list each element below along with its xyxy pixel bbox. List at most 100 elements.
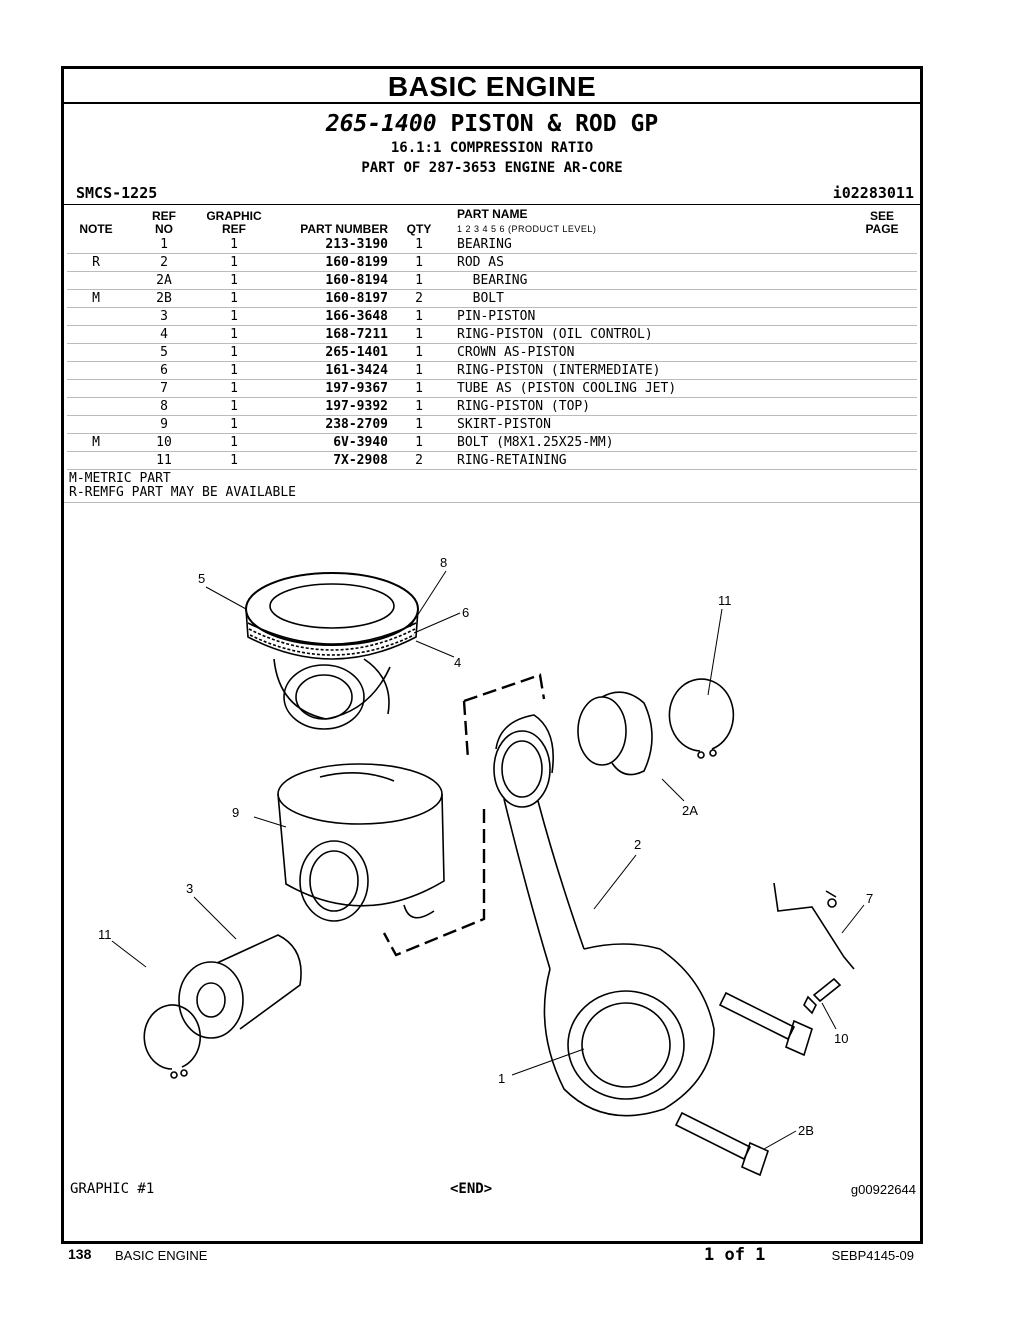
row-part-number: 213-3190 xyxy=(265,236,388,254)
row-qty: 1 xyxy=(388,253,450,272)
assembly-bracket xyxy=(382,673,546,957)
row-qty: 1 xyxy=(388,361,450,380)
row-part-name: TUBE AS (PISTON COOLING JET) xyxy=(450,379,847,398)
page-of: 1 of 1 xyxy=(704,1245,766,1265)
row-see-page xyxy=(847,325,917,344)
row-note xyxy=(67,361,125,380)
row-see-page xyxy=(847,307,917,326)
graphic-id: g00922644 xyxy=(850,1182,916,1197)
page-number: 138 xyxy=(68,1246,92,1262)
row-graphic-ref: 1 xyxy=(203,343,265,362)
callout-2: 2 xyxy=(634,837,641,852)
row-note: R xyxy=(67,253,125,272)
row-note xyxy=(67,379,125,398)
group-number: 265-1400 xyxy=(325,111,437,137)
row-ref-no: 9 xyxy=(125,415,203,434)
row-part-name: CROWN AS-PISTON xyxy=(450,343,847,362)
callout-7: 7 xyxy=(866,891,873,906)
row-see-page xyxy=(847,451,917,470)
row-qty: 2 xyxy=(388,451,450,470)
row-qty: 1 xyxy=(388,236,450,254)
row-part-name: PIN-PISTON xyxy=(450,307,847,326)
row-qty: 1 xyxy=(388,343,450,362)
row-graphic-ref: 1 xyxy=(203,236,265,254)
row-part-name: SKIRT-PISTON xyxy=(450,415,847,434)
row-graphic-ref: 1 xyxy=(203,397,265,416)
rod-bearing-drawing xyxy=(577,691,653,776)
row-note: M xyxy=(67,433,125,452)
callout-3: 3 xyxy=(186,881,193,896)
row-ref-no: 2B xyxy=(125,289,203,308)
row-part-name: BOLT xyxy=(450,289,847,308)
row-qty: 2 xyxy=(388,289,450,308)
exploded-view-graphic: 5 8 6 4 11 2A 9 3 11 2 7 10 1 2B xyxy=(98,555,873,1177)
row-see-page xyxy=(847,289,917,308)
row-see-page xyxy=(847,415,917,434)
piston-pin-drawing xyxy=(178,934,302,1039)
row-graphic-ref: 1 xyxy=(203,271,265,290)
row-ref-no: 11 xyxy=(125,451,203,470)
row-part-number: 7X-2908 xyxy=(265,451,388,470)
row-graphic-ref: 1 xyxy=(203,379,265,398)
header-qty: QTY xyxy=(406,222,432,236)
row-part-number: 161-3424 xyxy=(265,361,388,380)
row-note: M xyxy=(67,289,125,308)
callout-8: 8 xyxy=(440,555,447,570)
connecting-rod-drawing xyxy=(493,714,715,1117)
group-title: 265-1400 PISTON & ROD GP xyxy=(64,110,920,138)
header-graphic-bottom: REF xyxy=(222,222,246,236)
graphic-label: GRAPHIC #1 xyxy=(70,1181,155,1197)
row-graphic-ref: 1 xyxy=(203,289,265,308)
header-ref-bottom: NO xyxy=(155,222,173,236)
row-part-number: 166-3648 xyxy=(265,307,388,326)
piston-crown-drawing xyxy=(245,572,419,730)
callout-5: 5 xyxy=(198,571,205,586)
smcs-code: SMCS-1225 xyxy=(76,184,158,202)
row-ref-no: 8 xyxy=(125,397,203,416)
smcs-row: SMCS-1225 i02283011 xyxy=(64,182,920,205)
piston-skirt-drawing xyxy=(277,763,445,922)
header-part-name-top: PART NAME xyxy=(457,207,528,221)
row-note xyxy=(67,415,125,434)
header-graphic: GRAPHIC REF xyxy=(203,205,265,236)
header-see-page: SEE PAGE xyxy=(847,205,917,236)
section-title: BASIC ENGINE xyxy=(64,69,920,104)
end-marker: <END> xyxy=(450,1181,493,1197)
row-note xyxy=(67,307,125,326)
row-note xyxy=(67,343,125,362)
row-part-name: BEARING xyxy=(450,236,847,254)
row-ref-no: 3 xyxy=(125,307,203,326)
row-graphic-ref: 1 xyxy=(203,325,265,344)
row-see-page xyxy=(847,236,917,254)
footer-section: BASIC ENGINE xyxy=(115,1248,208,1263)
compression-ratio: 16.1:1 COMPRESSION RATIO xyxy=(390,140,594,156)
callout-2A: 2A xyxy=(682,803,698,818)
header-part-number: PART NUMBER xyxy=(300,222,388,236)
note-remfg: R-REMFG PART MAY BE AVAILABLE xyxy=(69,485,296,500)
row-qty: 1 xyxy=(388,397,450,416)
row-see-page xyxy=(847,379,917,398)
header-ref: REF NO xyxy=(125,205,203,236)
row-ref-no: 7 xyxy=(125,379,203,398)
callout-6: 6 xyxy=(462,605,469,620)
row-part-number: 6V-3940 xyxy=(265,433,388,452)
row-part-name: RING-PISTON (TOP) xyxy=(450,397,847,416)
row-graphic-ref: 1 xyxy=(203,451,265,470)
row-part-name: BEARING xyxy=(450,271,847,290)
ident-code: i02283011 xyxy=(832,184,914,202)
header-product-levels: 1 2 3 4 5 6 (PRODUCT LEVEL) xyxy=(457,224,597,234)
row-note xyxy=(67,397,125,416)
table-header: NOTE REF NO GRAPHIC REF PART NUMBER QTY … xyxy=(67,205,917,236)
document-number: SEBP4145-09 xyxy=(831,1248,914,1263)
row-note xyxy=(67,271,125,290)
row-graphic-ref: 1 xyxy=(203,361,265,380)
row-qty: 1 xyxy=(388,271,450,290)
row-part-number: 160-8194 xyxy=(265,271,388,290)
